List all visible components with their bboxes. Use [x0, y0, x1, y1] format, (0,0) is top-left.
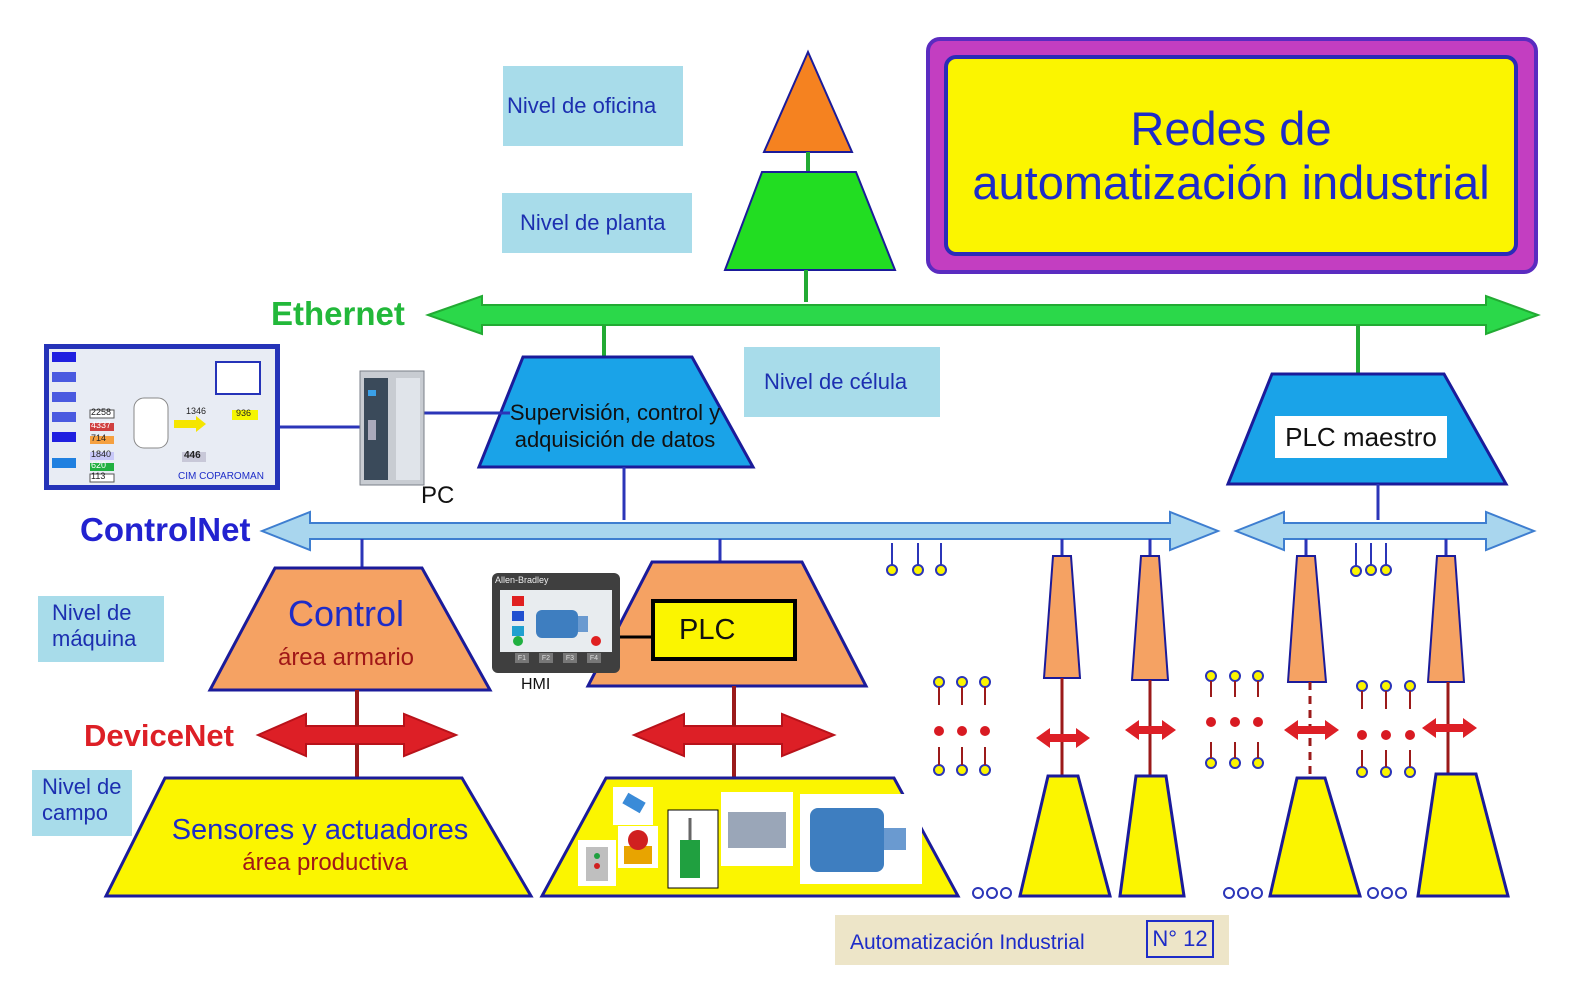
ethernet-label: Ethernet	[271, 295, 405, 332]
scada-value-4: 1840	[91, 449, 112, 459]
supervision-label: Supervisión, control y adquisición de da…	[509, 400, 721, 452]
devicenet-bus-right	[631, 712, 837, 758]
level-plant-label: Nivel de planta	[502, 193, 692, 253]
plc-box	[651, 599, 797, 661]
devicenet-taps	[933, 670, 1416, 899]
hmi-label: HMI	[521, 676, 551, 693]
scada-value-3: 714	[91, 433, 107, 443]
distributed-io	[1018, 539, 1510, 898]
page-title: Redes de automatización industrial	[944, 55, 1518, 256]
hmi-key-f3: F3	[565, 654, 575, 662]
controlnet-label: ControlNet	[80, 511, 251, 548]
level-machine-label: Nivel de máquina	[38, 596, 164, 662]
controlnet-bus	[259, 510, 1221, 552]
level-office-label: Nivel de oficina	[503, 66, 683, 146]
scada-value-7: 1346	[186, 406, 207, 416]
pyramid-top-office	[762, 49, 854, 153]
scada-value-1: 2258	[91, 407, 112, 417]
control-node	[207, 566, 493, 692]
field-device-images	[578, 787, 922, 889]
footer-text: Automatización Industrial	[850, 931, 1085, 954]
scada-value-2: 4337	[91, 420, 112, 430]
pc-tower-icon	[359, 370, 425, 486]
pyramid	[723, 49, 897, 302]
scada-panel-label: CIM COPAROMAN	[178, 471, 264, 482]
ethernet-bus	[424, 294, 1541, 336]
devicenet-bus-left	[255, 712, 459, 758]
pc-label: PC	[421, 482, 455, 509]
hmi-key-f2: F2	[541, 654, 551, 662]
sensors-area-label: área productiva	[242, 849, 408, 876]
hmi-key-f1: F1	[517, 654, 527, 662]
plc-master-label: PLC maestro	[1285, 421, 1437, 452]
scada-value-5: 620	[91, 460, 107, 470]
hmi-key-f4: F4	[589, 654, 599, 662]
footer-number: N° 12	[1146, 920, 1214, 958]
scada-value-6: 113	[91, 471, 106, 481]
plc-label: PLC	[679, 613, 736, 646]
sensors-node	[103, 776, 534, 898]
control-label: Control	[287, 593, 405, 634]
control-area-label: área armario	[277, 644, 415, 671]
controlnet-bus-right	[1233, 510, 1537, 552]
supervision-node	[476, 355, 756, 469]
scada-value-9: 446	[184, 450, 201, 461]
scada-value-8: 936	[236, 408, 252, 418]
scada-panel	[44, 344, 280, 490]
devicenet-label: DeviceNet	[84, 718, 234, 753]
hmi-device	[492, 573, 620, 673]
sensors-label: Sensores y actuadores	[171, 813, 469, 846]
hmi-brand-label: Allen-Bradley	[495, 575, 549, 585]
controlnet-taps	[886, 543, 1392, 577]
level-cell-label: Nivel de célula	[744, 347, 940, 417]
level-field-label: Nivel de campo	[32, 770, 132, 836]
pyramid-middle-plant	[723, 171, 897, 271]
